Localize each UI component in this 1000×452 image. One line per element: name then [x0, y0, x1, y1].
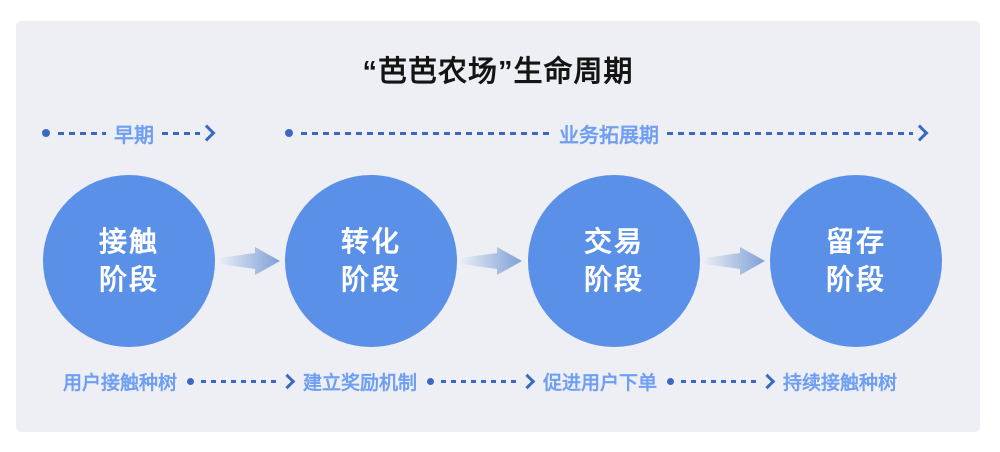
stage-suffix: 阶段 — [98, 264, 159, 295]
stage-name: 接触 — [98, 226, 159, 257]
connector-dot — [187, 377, 195, 385]
footnote-label-incentive: 建立奖励机制 — [303, 372, 418, 394]
phase-label-early: 早期 — [114, 124, 154, 147]
arrow-head-icon — [198, 124, 216, 142]
footnote-label-order: 促进用户下单 — [543, 372, 658, 394]
diagram-title: “芭芭农场”生命周期 — [362, 56, 634, 88]
timeline-dash — [58, 131, 106, 135]
stage-arrow-icon — [704, 247, 765, 275]
stage-suffix: 阶段 — [340, 264, 401, 295]
stage-circle-retention: 留存 阶段 — [770, 175, 942, 347]
stage-arrow-icon — [219, 247, 280, 275]
stage-name: 转化 — [340, 226, 401, 257]
timeline-start-dot — [42, 129, 50, 137]
stage-name: 交易 — [583, 226, 644, 257]
connector-dot — [427, 377, 435, 385]
footnote-connector — [187, 373, 296, 389]
arrow-head-icon — [911, 124, 929, 142]
stage-circle-conversion: 转化 阶段 — [285, 175, 457, 347]
stage-circle-transaction: 交易 阶段 — [528, 175, 700, 347]
connector-dash — [441, 379, 522, 383]
stage-suffix: 阶段 — [583, 264, 644, 295]
stage-circle-contact: 接触 阶段 — [43, 175, 215, 347]
timeline-dash — [301, 131, 551, 135]
footnote-label-retain: 持续接触种树 — [783, 372, 898, 394]
arrow-head-icon — [519, 373, 536, 389]
stage-arrow-icon — [461, 247, 522, 275]
timeline-dash — [162, 131, 200, 135]
diagram-panel: “芭芭农场”生命周期 早期 业务拓展期 接触 阶段 转化 阶段 交易 — [16, 21, 980, 432]
phase-timeline-expansion: 业务拓展期 — [285, 121, 929, 147]
footnote-label-contact: 用户接触种树 — [63, 372, 178, 394]
timeline-start-dot — [285, 129, 293, 137]
connector-dot — [667, 377, 675, 385]
phase-timeline-early: 早期 — [42, 121, 216, 147]
arrow-head-icon — [759, 373, 776, 389]
timeline-dash — [667, 131, 913, 135]
stage-name: 留存 — [825, 226, 886, 257]
connector-dash — [681, 379, 762, 383]
arrow-head-icon — [279, 373, 296, 389]
footnote-connector — [667, 373, 776, 389]
stage-suffix: 阶段 — [825, 264, 886, 295]
footnote-row: 用户接触种树 建立奖励机制 促进用户下单 持续接触种树 — [63, 368, 897, 394]
phase-label-expansion: 业务拓展期 — [559, 124, 659, 147]
connector-dash — [201, 379, 282, 383]
footnote-connector — [427, 373, 536, 389]
